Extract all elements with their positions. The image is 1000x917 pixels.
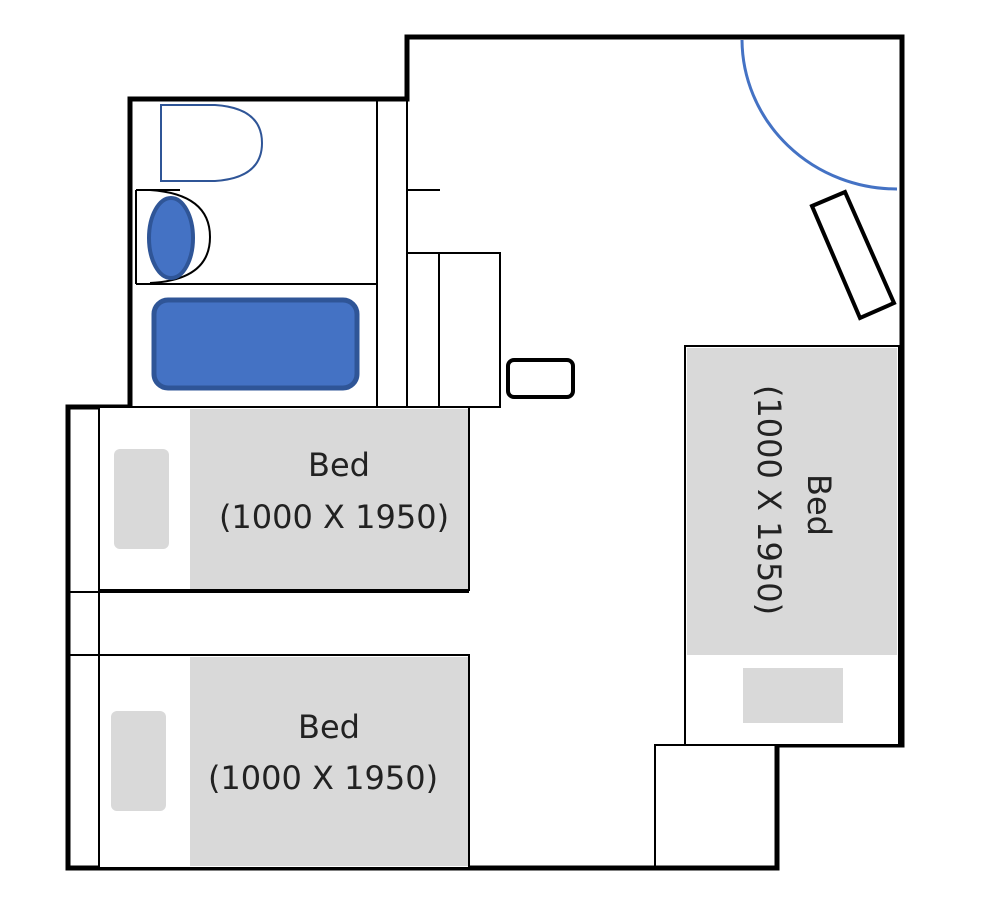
pillow-icon bbox=[111, 711, 166, 811]
pillow-icon bbox=[114, 449, 169, 549]
bathroom bbox=[130, 99, 500, 408]
bed-mattress bbox=[190, 657, 468, 866]
bed-mattress bbox=[190, 409, 468, 589]
pillow-icon bbox=[743, 668, 843, 723]
sink-basin-icon bbox=[147, 196, 195, 280]
outer-wall bbox=[65, 34, 905, 871]
desk-icon bbox=[809, 189, 897, 321]
door-swing-arc bbox=[740, 39, 898, 191]
bed-size: (1000 X 1950) bbox=[208, 759, 438, 797]
entry-step bbox=[654, 744, 777, 868]
bed-2: Bed (1000 X 1950) bbox=[98, 654, 470, 869]
entry-closet bbox=[406, 99, 501, 408]
bed-size: (1000 X 1950) bbox=[219, 498, 449, 536]
bed-3: Bed (1000 X 1950) bbox=[684, 345, 900, 746]
small-table-icon bbox=[506, 358, 575, 399]
bed-size: (1000 X 1950) bbox=[750, 385, 788, 615]
bed-mattress bbox=[687, 348, 897, 655]
bed-label: Bed bbox=[298, 708, 360, 746]
bed-1: Bed (1000 X 1950) bbox=[98, 406, 470, 591]
bed-label: Bed bbox=[800, 474, 838, 536]
closet bbox=[406, 252, 501, 408]
bed-label: Bed bbox=[308, 446, 370, 484]
toilet-icon bbox=[160, 104, 264, 182]
bathtub-icon bbox=[151, 297, 360, 391]
